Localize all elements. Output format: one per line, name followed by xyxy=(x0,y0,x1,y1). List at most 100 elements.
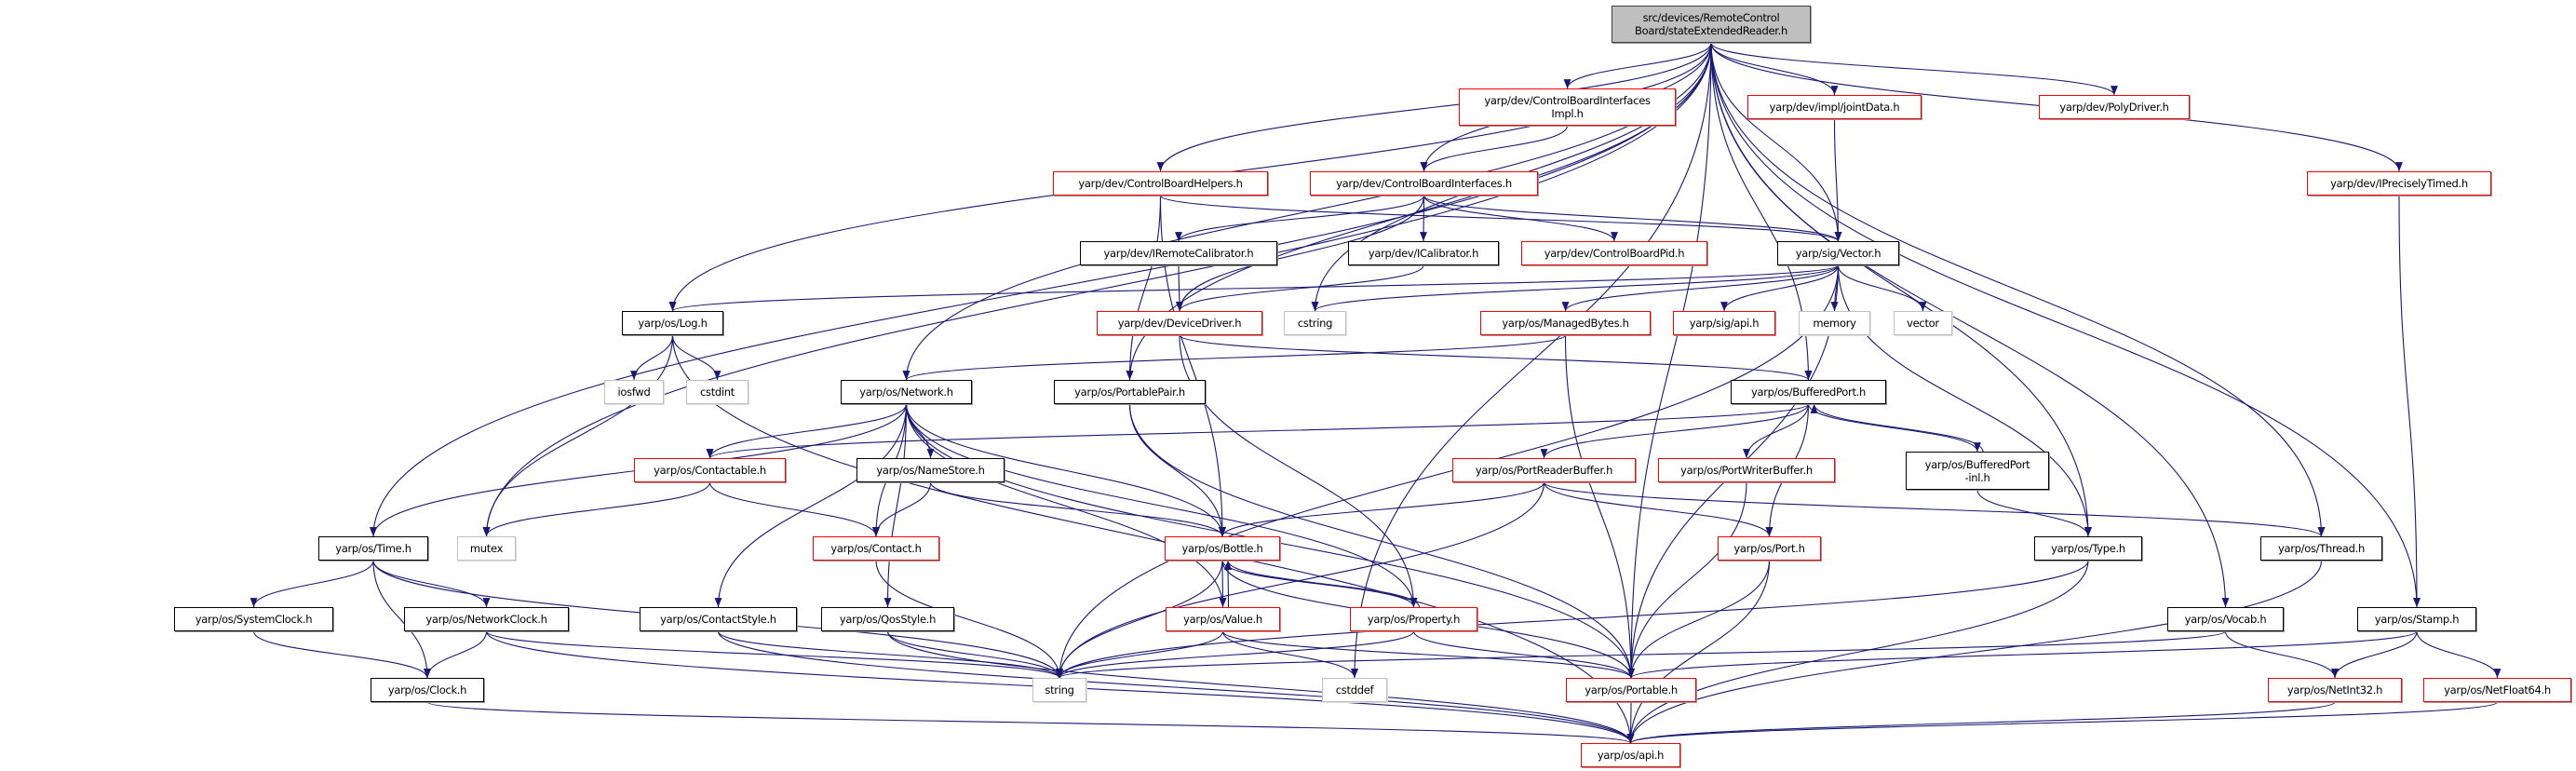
node-bpinl[interactable]: yarp/os/BufferedPort -inl.h xyxy=(1906,452,2049,490)
edge-bp-to-pwb xyxy=(1743,403,1810,459)
edge-cbh-to-pp xyxy=(1126,195,1162,381)
node-root[interactable]: src/devices/RemoteControl Board/stateExt… xyxy=(1612,6,1811,43)
edge-vocab-to-string xyxy=(1056,630,2227,679)
edge-bpinl-to-bp xyxy=(1810,403,1984,453)
edge-cbi-to-vector xyxy=(1423,195,1842,242)
edge-port-to-portable xyxy=(1627,560,1771,679)
node-log[interactable]: yarp/os/Log.h xyxy=(622,311,723,335)
node-portable[interactable]: yarp/os/Portable.h xyxy=(1566,678,1696,702)
edge-root-to-portable xyxy=(1627,42,1712,679)
node-stdvector: vector xyxy=(1894,311,1952,335)
node-poly[interactable]: yarp/dev/PolyDriver.h xyxy=(2039,95,2190,119)
edge-sysclock-to-clock xyxy=(252,630,431,679)
node-property[interactable]: yarp/os/Property.h xyxy=(1350,607,1477,631)
node-bp[interactable]: yarp/os/BufferedPort.h xyxy=(1731,380,1886,404)
node-netclock[interactable]: yarp/os/NetworkClock.h xyxy=(404,607,569,631)
edge-prb-to-thread xyxy=(1543,481,2326,537)
edge-root-to-cbii xyxy=(1563,42,1712,89)
node-value[interactable]: yarp/os/Value.h xyxy=(1166,607,1280,631)
edge-prb-to-port xyxy=(1543,481,1774,537)
node-mb[interactable]: yarp/os/ManagedBytes.h xyxy=(1480,311,1651,335)
node-dd[interactable]: yarp/dev/DeviceDriver.h xyxy=(1097,311,1262,335)
node-pwb[interactable]: yarp/os/PortWriterBuffer.h xyxy=(1658,458,1835,482)
node-vocab[interactable]: yarp/os/Vocab.h xyxy=(2167,607,2284,631)
edge-stamp-to-portable xyxy=(1627,630,2418,679)
edge-dd-to-bp xyxy=(1179,334,1813,381)
edge-cbi-to-irc xyxy=(1175,195,1425,242)
edge-network-to-cstyle xyxy=(714,403,908,608)
edge-root-to-thread xyxy=(1710,42,2326,537)
edge-value-to-bottle xyxy=(1224,560,1232,608)
edge-network-to-contactable xyxy=(706,403,908,459)
node-cbh[interactable]: yarp/dev/ControlBoardHelpers.h xyxy=(1053,171,1268,196)
edge-property-to-bottle xyxy=(1224,560,1421,608)
node-mutex: mutex xyxy=(457,536,516,561)
edge-pp-to-portable xyxy=(1128,403,1635,679)
edge-cbi-to-pid xyxy=(1423,195,1618,242)
edge-vector-to-log xyxy=(669,264,1840,312)
node-cbi[interactable]: yarp/dev/ControlBoardInterfaces.h xyxy=(1310,171,1538,196)
edge-contactable-to-mutex xyxy=(482,481,711,537)
node-vector[interactable]: yarp/sig/Vector.h xyxy=(1777,241,1899,265)
edge-time-to-sysclock xyxy=(250,560,374,608)
edge-log-to-api xyxy=(671,334,1635,744)
node-time[interactable]: yarp/os/Time.h xyxy=(318,536,428,561)
edge-network-to-bottle xyxy=(905,403,1226,537)
edge-bottle-to-string xyxy=(1056,560,1223,679)
node-clock[interactable]: yarp/os/Clock.h xyxy=(371,678,484,702)
node-cstring: cstring xyxy=(1284,311,1346,335)
node-joint[interactable]: yarp/dev/impl/jointData.h xyxy=(1747,95,1922,119)
node-netint[interactable]: yarp/os/NetInt32.h xyxy=(2268,678,2402,702)
node-cbii[interactable]: yarp/dev/ControlBoardInterfaces Impl.h xyxy=(1459,88,1676,126)
node-irc[interactable]: yarp/dev/IRemoteCalibrator.h xyxy=(1080,241,1277,265)
node-netfloat[interactable]: yarp/os/NetFloat64.h xyxy=(2423,678,2571,702)
node-iosfwd: iosfwd xyxy=(604,380,664,404)
node-pid[interactable]: yarp/dev/ControlBoardPid.h xyxy=(1521,241,1707,265)
edge-root-to-joint xyxy=(1710,42,1839,96)
edge-vector-to-string xyxy=(1056,264,1840,679)
edge-port-to-api xyxy=(1626,560,1771,744)
edge-vocab-to-netint xyxy=(2224,630,2339,679)
node-contactable[interactable]: yarp/os/Contactable.h xyxy=(634,458,786,482)
node-thread[interactable]: yarp/os/Thread.h xyxy=(2260,536,2382,561)
node-type[interactable]: yarp/os/Type.h xyxy=(2034,536,2142,561)
edge-value-to-portable xyxy=(1221,630,1635,679)
node-pp[interactable]: yarp/os/PortablePair.h xyxy=(1054,380,1206,404)
edge-value-to-string xyxy=(1056,630,1224,679)
edge-root-to-poly xyxy=(1710,42,2118,96)
node-contact[interactable]: yarp/os/Contact.h xyxy=(813,536,939,561)
node-cstyle[interactable]: yarp/os/ContactStyle.h xyxy=(640,607,797,631)
edge-stamp-to-netfloat xyxy=(2416,630,2502,679)
edge-cbii-to-cbi xyxy=(1420,125,1569,172)
node-network[interactable]: yarp/os/Network.h xyxy=(841,380,972,404)
node-ical[interactable]: yarp/dev/ICalibrator.h xyxy=(1348,241,1499,265)
edge-time-to-netclock xyxy=(372,560,491,608)
edge-netclock-to-string xyxy=(485,630,1063,679)
edge-log-to-cstdint xyxy=(671,334,722,381)
edge-property-to-string xyxy=(1056,630,1415,679)
node-ipt[interactable]: yarp/dev/IPreciselyTimed.h xyxy=(2307,171,2491,196)
edge-bp-to-prb xyxy=(1540,403,1810,459)
edge-root-to-stamp xyxy=(1710,42,2421,608)
edge-netint-to-api xyxy=(1626,701,2336,744)
node-prb[interactable]: yarp/os/PortReaderBuffer.h xyxy=(1452,458,1636,482)
node-sysclock[interactable]: yarp/os/SystemClock.h xyxy=(174,607,333,631)
edge-cbh-to-vector xyxy=(1159,195,1842,242)
edge-vector-to-stdvector xyxy=(1837,264,1927,312)
edge-contact-to-string xyxy=(875,560,1063,679)
edge-cbi-to-dd xyxy=(1176,195,1425,312)
edge-pwb-to-portable xyxy=(1627,481,1747,679)
node-namestore[interactable]: yarp/os/NameStore.h xyxy=(856,458,1005,482)
edge-qos-to-api xyxy=(886,630,1635,744)
node-stamp[interactable]: yarp/os/Stamp.h xyxy=(2357,607,2476,631)
node-bottle[interactable]: yarp/os/Bottle.h xyxy=(1165,536,1280,561)
edge-root-to-mutex xyxy=(482,42,1712,537)
edge-ipt-to-stamp xyxy=(2398,195,2421,608)
node-sigapi[interactable]: yarp/sig/api.h xyxy=(1673,311,1775,335)
node-api[interactable]: yarp/os/api.h xyxy=(1581,743,1680,767)
node-cstddef: cstddef xyxy=(1322,678,1387,702)
edge-vector-to-sigapi xyxy=(1720,264,1840,312)
edge-root-to-time xyxy=(370,42,1712,537)
node-port[interactable]: yarp/os/Port.h xyxy=(1718,536,1821,561)
node-qos[interactable]: yarp/os/QosStyle.h xyxy=(821,607,954,631)
